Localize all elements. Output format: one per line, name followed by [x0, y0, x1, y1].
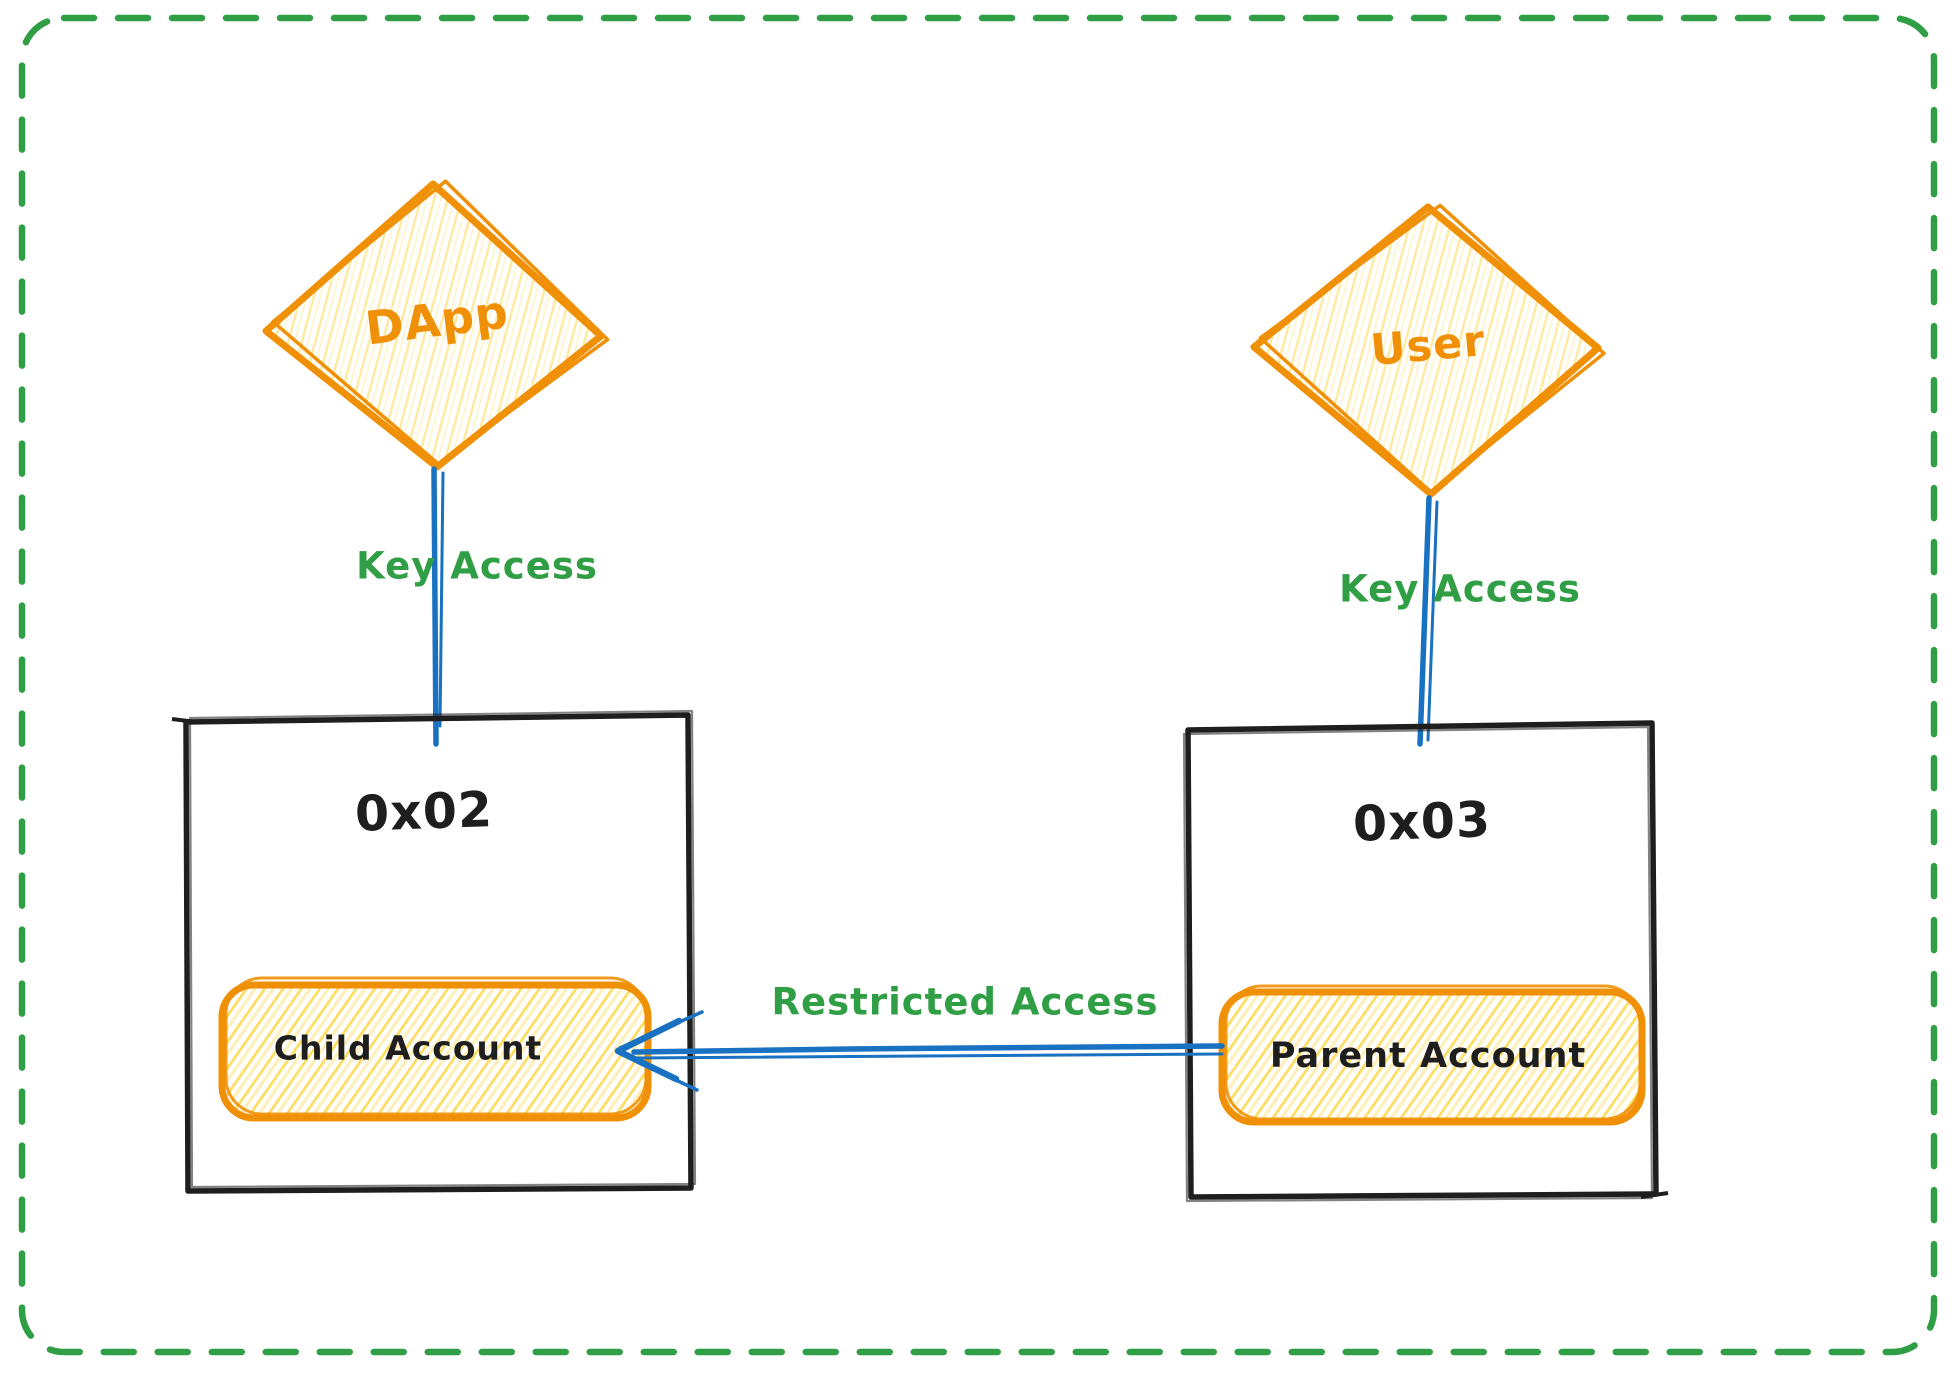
key-access-right-label: Key Access	[1339, 567, 1581, 611]
child-account-label: Child Account	[273, 1028, 543, 1068]
outer-dashed-border	[18, 14, 1938, 1356]
key-access-left-label: Key Access	[356, 544, 598, 588]
restricted-access-label: Restricted Access	[771, 980, 1159, 1024]
dapp-diamond	[262, 179, 610, 471]
key-access-left-edge	[431, 466, 445, 747]
key-access-right-edge	[1417, 495, 1439, 747]
account-box-left	[171, 709, 697, 1194]
parent-account-box	[1218, 984, 1646, 1126]
restricted-access-arrow	[614, 1010, 1225, 1092]
user-actor-label: User	[1368, 316, 1488, 376]
right-box-address-label: 0x03	[1352, 791, 1492, 853]
user-diamond	[1250, 203, 1606, 498]
left-box-address-label: 0x02	[354, 781, 494, 843]
parent-account-label: Parent Account	[1269, 1036, 1587, 1076]
